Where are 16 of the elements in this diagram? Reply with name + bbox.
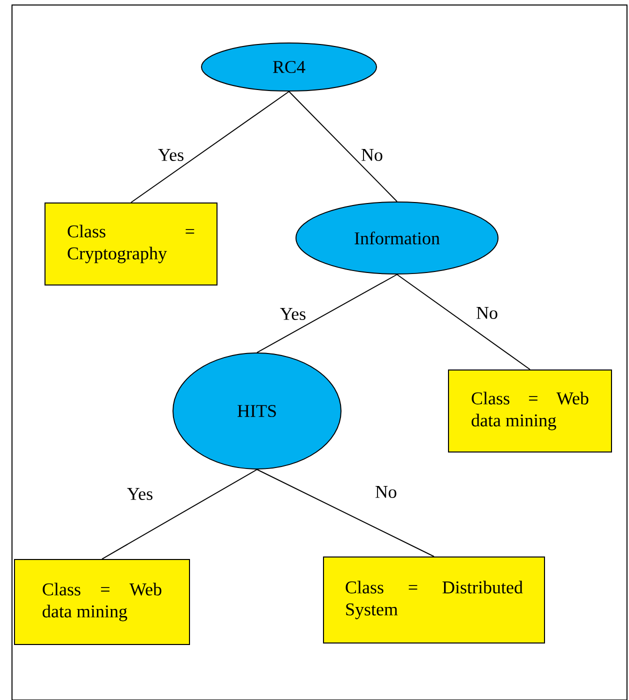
class-box: Class = Web data mining [14, 559, 190, 645]
branch-line [130, 91, 290, 203]
edge-label: Yes [156, 148, 186, 162]
branch-line [396, 274, 530, 370]
branch-line [102, 469, 258, 560]
class-box: Class = Web data mining [448, 370, 612, 452]
branch-line [288, 91, 398, 202]
edge-label: Yes [126, 487, 154, 501]
class-box: Class = Distributed System [323, 556, 545, 644]
branch-line [256, 274, 398, 353]
edge-label: No [360, 148, 384, 162]
edge-label: No [475, 306, 499, 320]
class-box: Class = Cryptography [44, 202, 218, 286]
edge-label: No [374, 485, 398, 499]
branch-line [256, 469, 434, 557]
edge-label: Yes [278, 307, 308, 321]
